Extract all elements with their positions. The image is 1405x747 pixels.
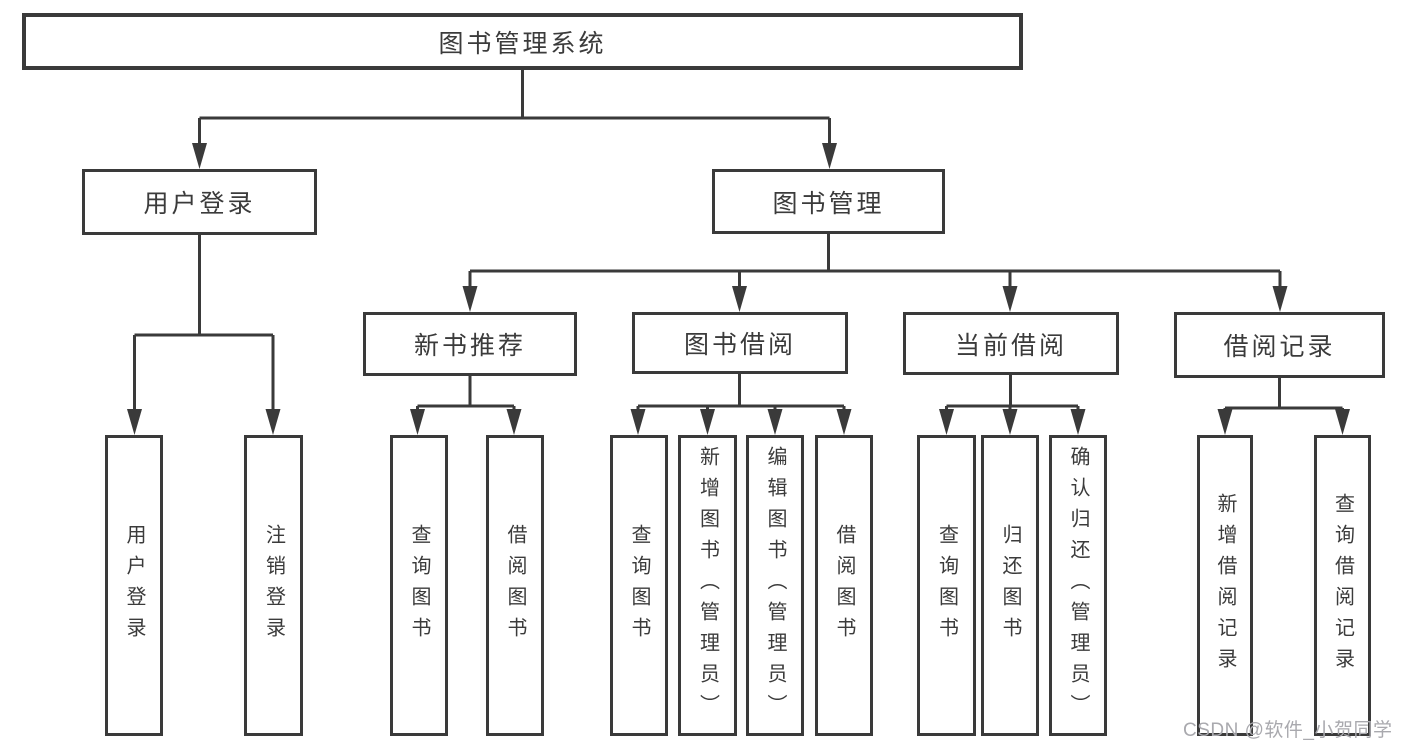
leaf-borrow-books-recommend: 借阅图书 xyxy=(486,435,544,736)
arrow-down-icon xyxy=(1217,409,1233,435)
node-borrow-records: 借阅记录 xyxy=(1174,312,1385,378)
leaf-label: 编辑图书（管理员） xyxy=(764,446,786,725)
leaf-label: 归还图书 xyxy=(999,523,1021,648)
arrowheads xyxy=(127,143,1350,435)
leaf-label: 用户登录 xyxy=(123,523,145,648)
arrow-down-icon xyxy=(630,409,646,435)
leaf-label: 借阅图书 xyxy=(833,523,855,648)
arrow-down-icon xyxy=(127,409,142,435)
leaf-query-borrow-record: 查询借阅记录 xyxy=(1314,435,1371,736)
node-book-borrowing: 图书借阅 xyxy=(632,312,848,374)
arrow-down-icon xyxy=(836,409,852,435)
node-user-login: 用户登录 xyxy=(82,169,317,235)
node-current-borrowing: 当前借阅 xyxy=(903,312,1119,375)
arrow-down-icon xyxy=(192,143,207,169)
arrow-down-icon xyxy=(700,409,715,435)
leaf-label: 查询图书 xyxy=(628,523,650,648)
leaf-label: 查询借阅记录 xyxy=(1331,492,1354,679)
leaf-edit-book-admin: 编辑图书（管理员） xyxy=(746,435,804,736)
leaf-label: 新增图书（管理员） xyxy=(696,446,719,725)
leaf-query-books-borrowing: 查询图书 xyxy=(610,435,668,736)
node-new-book-recommend: 新书推荐 xyxy=(363,312,577,376)
leaf-logout: 注销登录 xyxy=(244,435,303,736)
arrow-down-icon xyxy=(265,409,281,435)
arrow-down-icon xyxy=(462,286,478,312)
arrow-down-icon xyxy=(767,409,783,435)
arrow-down-icon xyxy=(1335,409,1350,435)
leaf-query-books-current: 查询图书 xyxy=(917,435,976,736)
leaf-label: 确认归还（管理员） xyxy=(1067,446,1089,725)
leaf-borrow-books-borrowing: 借阅图书 xyxy=(815,435,873,736)
leaf-add-borrow-record: 新增借阅记录 xyxy=(1197,435,1253,736)
arrow-down-icon xyxy=(410,409,425,435)
arrow-down-icon xyxy=(1272,286,1288,312)
leaf-confirm-return-admin: 确认归还（管理员） xyxy=(1049,435,1107,736)
arrow-down-icon xyxy=(506,409,522,435)
leaf-return-books: 归还图书 xyxy=(981,435,1039,736)
leaf-label: 新增借阅记录 xyxy=(1214,492,1236,679)
leaf-user-login: 用户登录 xyxy=(105,435,163,736)
arrow-down-icon xyxy=(822,143,837,169)
leaf-label: 查询图书 xyxy=(408,523,430,648)
arrow-down-icon xyxy=(732,286,747,312)
leaf-query-books-recommend: 查询图书 xyxy=(390,435,448,736)
node-book-management: 图书管理 xyxy=(712,169,945,234)
connector-lines xyxy=(133,70,1344,412)
leaf-add-book-admin: 新增图书（管理员） xyxy=(678,435,737,736)
leaf-label: 查询图书 xyxy=(935,523,958,648)
arrow-down-icon xyxy=(939,409,954,435)
leaf-label: 借阅图书 xyxy=(504,523,526,648)
leaf-label: 注销登录 xyxy=(262,523,285,648)
csdn-watermark: CSDN @软件_小贺同学 xyxy=(1183,720,1393,741)
arrow-down-icon xyxy=(1070,409,1086,435)
node-library-system: 图书管理系统 xyxy=(22,13,1023,70)
arrow-down-icon xyxy=(1002,409,1018,435)
arrow-down-icon xyxy=(1002,286,1018,312)
